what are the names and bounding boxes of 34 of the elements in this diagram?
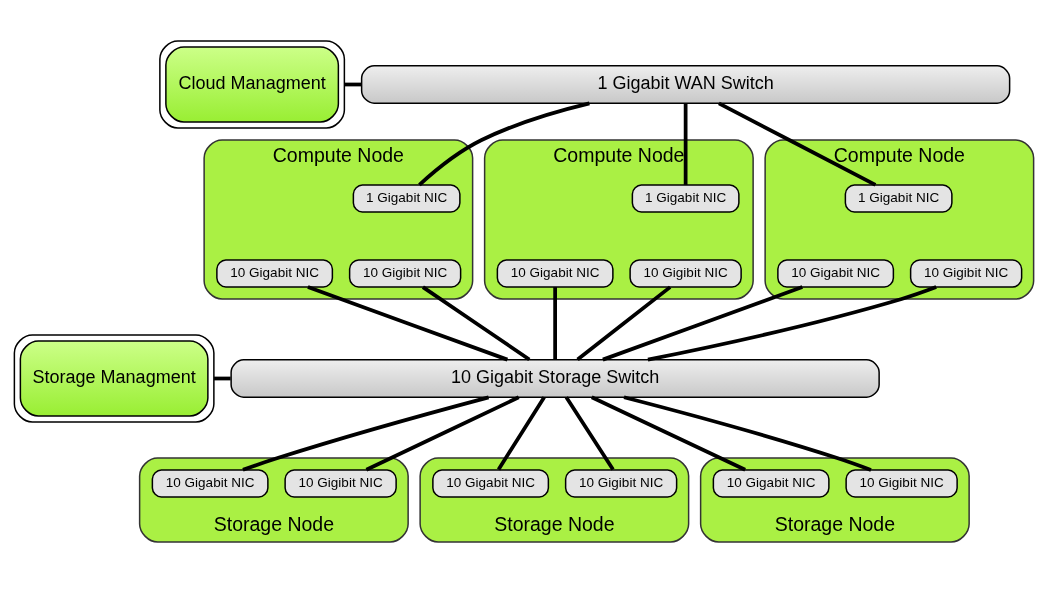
connector (365, 395, 520, 471)
node-box: 10 Gigabit NIC (777, 258, 895, 288)
connector (553, 286, 557, 359)
node-box: Storage Managment (13, 333, 215, 423)
node-box: 10 Gigibit NIC (629, 258, 742, 288)
connector (623, 394, 872, 472)
connector (647, 284, 937, 361)
connector (496, 395, 546, 470)
connector (683, 102, 688, 185)
node-box: 10 Gigabit NIC (216, 258, 334, 288)
node-box: 10 Gigibit NIC (845, 468, 958, 498)
node-box: 10 Gigibit NIC (564, 468, 678, 498)
connector (602, 284, 803, 361)
node-box: 10 Gigibit NIC (284, 468, 397, 498)
node-box: 10 Gigabit NIC (712, 468, 830, 498)
node-box: 10 Gigabit NIC (496, 258, 614, 288)
connector (307, 284, 508, 361)
connector (242, 395, 490, 472)
node-box: 1 Gigabit NIC (844, 183, 953, 213)
connector (421, 285, 531, 361)
connector (418, 101, 590, 186)
node-box: 1 Gigabit NIC (352, 183, 461, 213)
connector (590, 395, 746, 471)
connector (564, 395, 615, 470)
node-box: Cloud Managment (159, 39, 346, 129)
node-box: 10 Gigabit NIC (151, 468, 269, 498)
node-box: 1 Gigabit NIC (631, 183, 740, 213)
connector (718, 101, 877, 187)
connector (576, 285, 672, 361)
node-box: 10 Gigibit NIC (909, 258, 1023, 288)
node-box: 10 Gigibit NIC (348, 258, 462, 288)
node-box: 10 Gigabit NIC (432, 468, 550, 498)
node-box: 1 Gigabit WAN Switch (360, 64, 1011, 104)
node-box: 10 Gigabit Storage Switch (230, 358, 880, 398)
